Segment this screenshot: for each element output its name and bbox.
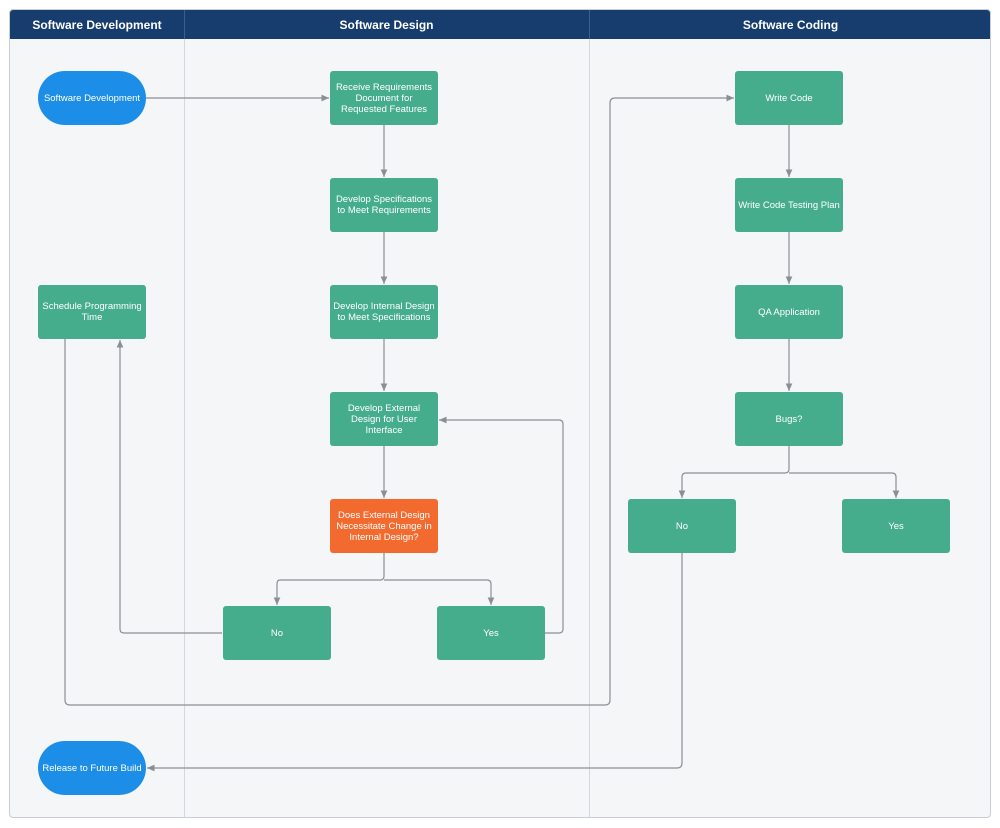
header-divider — [184, 10, 185, 39]
lane-header-software-design: Software Design — [184, 10, 589, 39]
node-coding-no[interactable]: No — [628, 499, 736, 553]
node-software-development[interactable]: Software Development — [38, 71, 146, 125]
node-develop-internal-design[interactable]: Develop Internal Design to Meet Specific… — [330, 285, 438, 339]
lane-divider — [184, 39, 185, 817]
node-write-code-testing-plan[interactable]: Write Code Testing Plan — [735, 178, 843, 232]
node-coding-yes[interactable]: Yes — [842, 499, 950, 553]
lane-divider — [589, 39, 590, 817]
connector-no-to-release — [147, 553, 683, 772]
node-bugs[interactable]: Bugs? — [735, 392, 843, 446]
connector-schedule-to-write-code — [64, 94, 734, 706]
header-divider — [589, 10, 590, 39]
connector-yes-to-external — [439, 416, 564, 634]
node-develop-specifications[interactable]: Develop Specifications to Meet Requireme… — [330, 178, 438, 232]
connector-no-to-schedule — [116, 340, 222, 634]
connector-decision-to-yes — [384, 579, 495, 605]
node-does-external-design-change[interactable]: Does External Design Necessitate Change … — [330, 499, 438, 553]
node-receive-requirements[interactable]: Receive Requirements Document for Reques… — [330, 71, 438, 125]
lane-header-software-development: Software Development — [10, 10, 184, 39]
node-develop-external-design[interactable]: Develop External Design for User Interfa… — [330, 392, 438, 446]
lane-header-software-coding: Software Coding — [589, 10, 990, 39]
node-release-to-future-build[interactable]: Release to Future Build — [38, 741, 146, 795]
node-design-yes[interactable]: Yes — [437, 606, 545, 660]
connector-bugs-to-no — [678, 446, 790, 498]
node-write-code[interactable]: Write Code — [735, 71, 843, 125]
node-design-no[interactable]: No — [223, 606, 331, 660]
node-schedule-programming-time[interactable]: Schedule Programming Time — [38, 285, 146, 339]
connector-decision-to-no — [273, 553, 385, 605]
node-qa-application[interactable]: QA Application — [735, 285, 843, 339]
connector-bugs-to-yes — [789, 472, 900, 498]
